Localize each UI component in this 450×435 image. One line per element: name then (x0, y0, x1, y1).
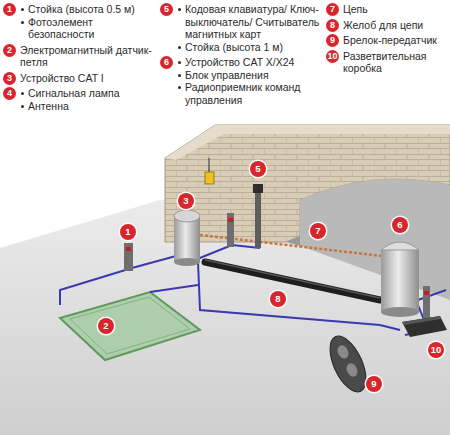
callout-number: 2 (98, 318, 114, 334)
photocell (228, 218, 233, 222)
cable (418, 290, 446, 300)
cat-i-top (174, 210, 200, 222)
cat-x-base (381, 307, 419, 317)
legend-text: Радиоприемник команд управления (177, 81, 320, 106)
arch-opening (300, 179, 450, 300)
legend-item: 6 Устройство CAT X/X24Блок управленияРади… (160, 56, 320, 106)
post-short (227, 213, 234, 247)
legend-column: 7 Цепь 8 Желоб для цепи 9 Брелок-передатчик 10… (326, 3, 448, 78)
legend-item: 4 Сигнальная лампаАнтенна (3, 87, 155, 112)
legend-text: Фотоэлемент безопасности (20, 16, 155, 41)
cable (60, 268, 132, 305)
legend-text: Разветвительная коробка (343, 50, 448, 75)
cable (132, 256, 176, 268)
callout-number: 8 (270, 291, 286, 307)
legend-item: 8 Желоб для цепи (326, 19, 448, 32)
fob-button (345, 362, 360, 379)
callout-number: 8 (326, 19, 339, 32)
legend-text: Антенна (20, 100, 155, 113)
legend-text: Цепь (343, 3, 448, 16)
post-tall (255, 184, 261, 248)
cable (198, 262, 380, 325)
legend-text: Блок управления (177, 69, 320, 82)
callout-number: 3 (3, 72, 16, 85)
callout-number: 3 (178, 193, 194, 209)
legend-text: Устройство CAT X/X24 (177, 56, 320, 69)
callout-number: 7 (310, 223, 326, 239)
callout-number: 9 (326, 34, 339, 47)
legend-item: 2 Электромагнитный датчик-петля (3, 44, 155, 69)
induction-loop-inner (70, 297, 190, 354)
callout-number: 1 (3, 3, 16, 16)
legend-text: Желоб для цепи (343, 19, 448, 32)
callout-number: 6 (392, 217, 408, 233)
junction-box-top (402, 316, 441, 325)
arch-shadow (286, 236, 300, 246)
callout-number: 5 (250, 161, 266, 177)
legend-text: Стойка (высота 1 м) (177, 41, 320, 54)
legend-column: 1 Стойка (высота 0.5 м)Фотоэлемент безопа… (3, 3, 155, 115)
chain-trough (205, 262, 380, 300)
legend-item: 1 Стойка (высота 0.5 м)Фотоэлемент безопа… (3, 3, 155, 41)
legend-item: 7 Цепь (326, 3, 448, 16)
legend-text: Сигнальная лампа (20, 87, 155, 100)
callout-number: 2 (3, 44, 16, 57)
callout-number: 7 (326, 3, 339, 16)
trough-highlight (205, 260, 380, 298)
callout-number: 10 (428, 342, 444, 358)
callout-number: 5 (160, 3, 173, 16)
wall-top-face (165, 125, 450, 160)
fob-button (336, 344, 351, 361)
cat-i-column (174, 216, 200, 262)
keypad (253, 184, 263, 193)
photocell (126, 247, 131, 251)
legend-text: Электромагнитный датчик-петля (20, 44, 155, 69)
cable (150, 285, 198, 292)
callout-number: 9 (366, 376, 382, 392)
junction-box (402, 316, 447, 337)
cable-lines (60, 245, 446, 335)
legend-text: Брелок-передатчик (343, 34, 448, 47)
legend-item: 10 Разветвительная коробка (326, 50, 448, 75)
post-short (124, 243, 133, 271)
legend-text: Устройство CAT I (20, 72, 155, 85)
cat-x-top (381, 242, 419, 250)
photocell (424, 291, 429, 295)
antenna (209, 158, 210, 172)
legend-item: 9 Брелок-передатчик (326, 34, 448, 47)
cable (380, 325, 400, 330)
legend-item: 3 Устройство CAT I (3, 72, 155, 85)
cat-i-base (174, 258, 200, 266)
callout-number: 4 (3, 87, 16, 100)
cat-x-column (381, 250, 419, 312)
legend-text: Кодовая клавиатура/ Ключ-выключатель/ Сч… (177, 3, 320, 41)
callout-number: 6 (160, 56, 173, 69)
callout-number: 1 (120, 224, 136, 240)
induction-loop (60, 292, 200, 360)
legend-text: Стойка (высота 0.5 м) (20, 3, 155, 16)
legend-item: 5 Кодовая клавиатура/ Ключ-выключатель/ С… (160, 3, 320, 53)
legend-column: 5 Кодовая клавиатура/ Ключ-выключатель/ С… (160, 3, 320, 109)
signal-lamp (205, 172, 214, 184)
callout-number: 10 (326, 50, 339, 63)
